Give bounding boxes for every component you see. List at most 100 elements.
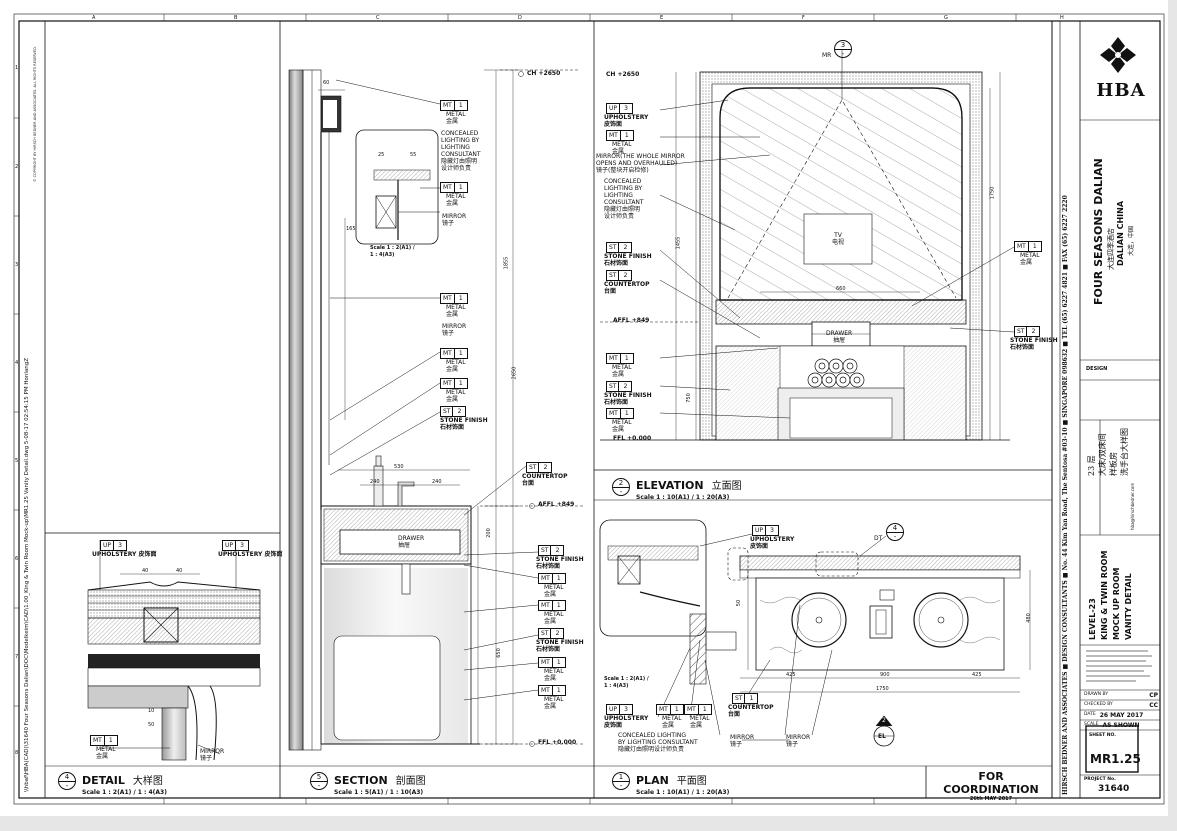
plan-dim-480: 480 xyxy=(1025,613,1032,623)
elevation-dim-660: 660 xyxy=(836,286,846,292)
elevation-view-number: 2- xyxy=(612,478,630,496)
plan-drawing xyxy=(599,519,1031,747)
inset-scale: Scale 1 : 2(A1) /1 : 4(A3) xyxy=(370,245,415,258)
drawing-title-en-3: MOCK UP ROOM xyxy=(1112,567,1121,640)
grid-row-5: 5 xyxy=(15,458,19,464)
location-cn: 大连，中国 xyxy=(1128,225,1135,256)
elevation-dim-1750: 1750 xyxy=(989,186,996,200)
section-view-number: 5- xyxy=(310,772,328,790)
elevation-level-affl: AFFL +849 xyxy=(613,317,650,324)
section-drawing xyxy=(288,69,585,751)
copyright-text: © COPYRIGHT BY HIRSCH BEDNER AND ASSOCIA… xyxy=(33,46,37,182)
section-dim-200: 200 xyxy=(485,528,492,538)
location-en: DALIAN CHINA xyxy=(1116,200,1125,266)
grid-col-f: F xyxy=(802,15,805,21)
plan-dim-1750: 1750 xyxy=(876,686,889,692)
plan-north-number: 2 xyxy=(882,717,886,724)
detail-dim-40b: 40 xyxy=(176,568,183,574)
plan-north-label: EL xyxy=(878,733,886,740)
section-dim-240a: 240 xyxy=(370,479,380,485)
section-dim-top: 60 xyxy=(323,80,330,86)
plan-inset-scale: Scale 1 : 2(A1) /1 : 4(A3) xyxy=(604,676,649,689)
plan-callout-dt: DT xyxy=(874,535,883,542)
grid-col-c: C xyxy=(376,15,380,21)
inset-dim-55: 55 xyxy=(410,152,417,158)
grid-col-g: G xyxy=(944,15,948,21)
grid-row-6: 6 xyxy=(15,556,19,562)
drawing-title-cn-2: 大床/双床间 xyxy=(1098,433,1107,476)
elevation-dim-1455: 1455 xyxy=(675,236,682,250)
sheet-number: MR1.25 xyxy=(1090,752,1141,766)
elevation-level-ffl: FFL +0.000 xyxy=(613,435,652,442)
elevation-level-ch: CH +2650 xyxy=(606,71,640,78)
grid-col-b: B xyxy=(234,15,238,21)
project-number: 31640 xyxy=(1098,784,1130,794)
grid-row-1: 1 xyxy=(15,65,19,71)
section-dim-1855: 1855 xyxy=(503,256,510,270)
section-dim-650: 650 xyxy=(495,648,502,658)
inset-dim-165: 165 xyxy=(346,226,356,232)
plan-dim-50: 50 xyxy=(736,599,743,607)
drawing-title-cn-4: 洗手台大样图 xyxy=(1120,428,1129,476)
elevation-callout-mr-number: 3- xyxy=(834,40,852,58)
drawing-title-en-2: KING & TWIN ROOM xyxy=(1100,550,1109,640)
elevation-drawing xyxy=(600,50,1015,441)
grid-col-d: D xyxy=(518,15,522,21)
sheet-number-label: SHEET NO. xyxy=(1089,733,1116,738)
grid-row-7: 7 xyxy=(15,654,19,660)
company-address-strip: HIRSCH BEDNER AND ASSOCIATES ■ DESIGN CO… xyxy=(1062,195,1069,795)
grid-row-8: 8 xyxy=(15,750,19,756)
